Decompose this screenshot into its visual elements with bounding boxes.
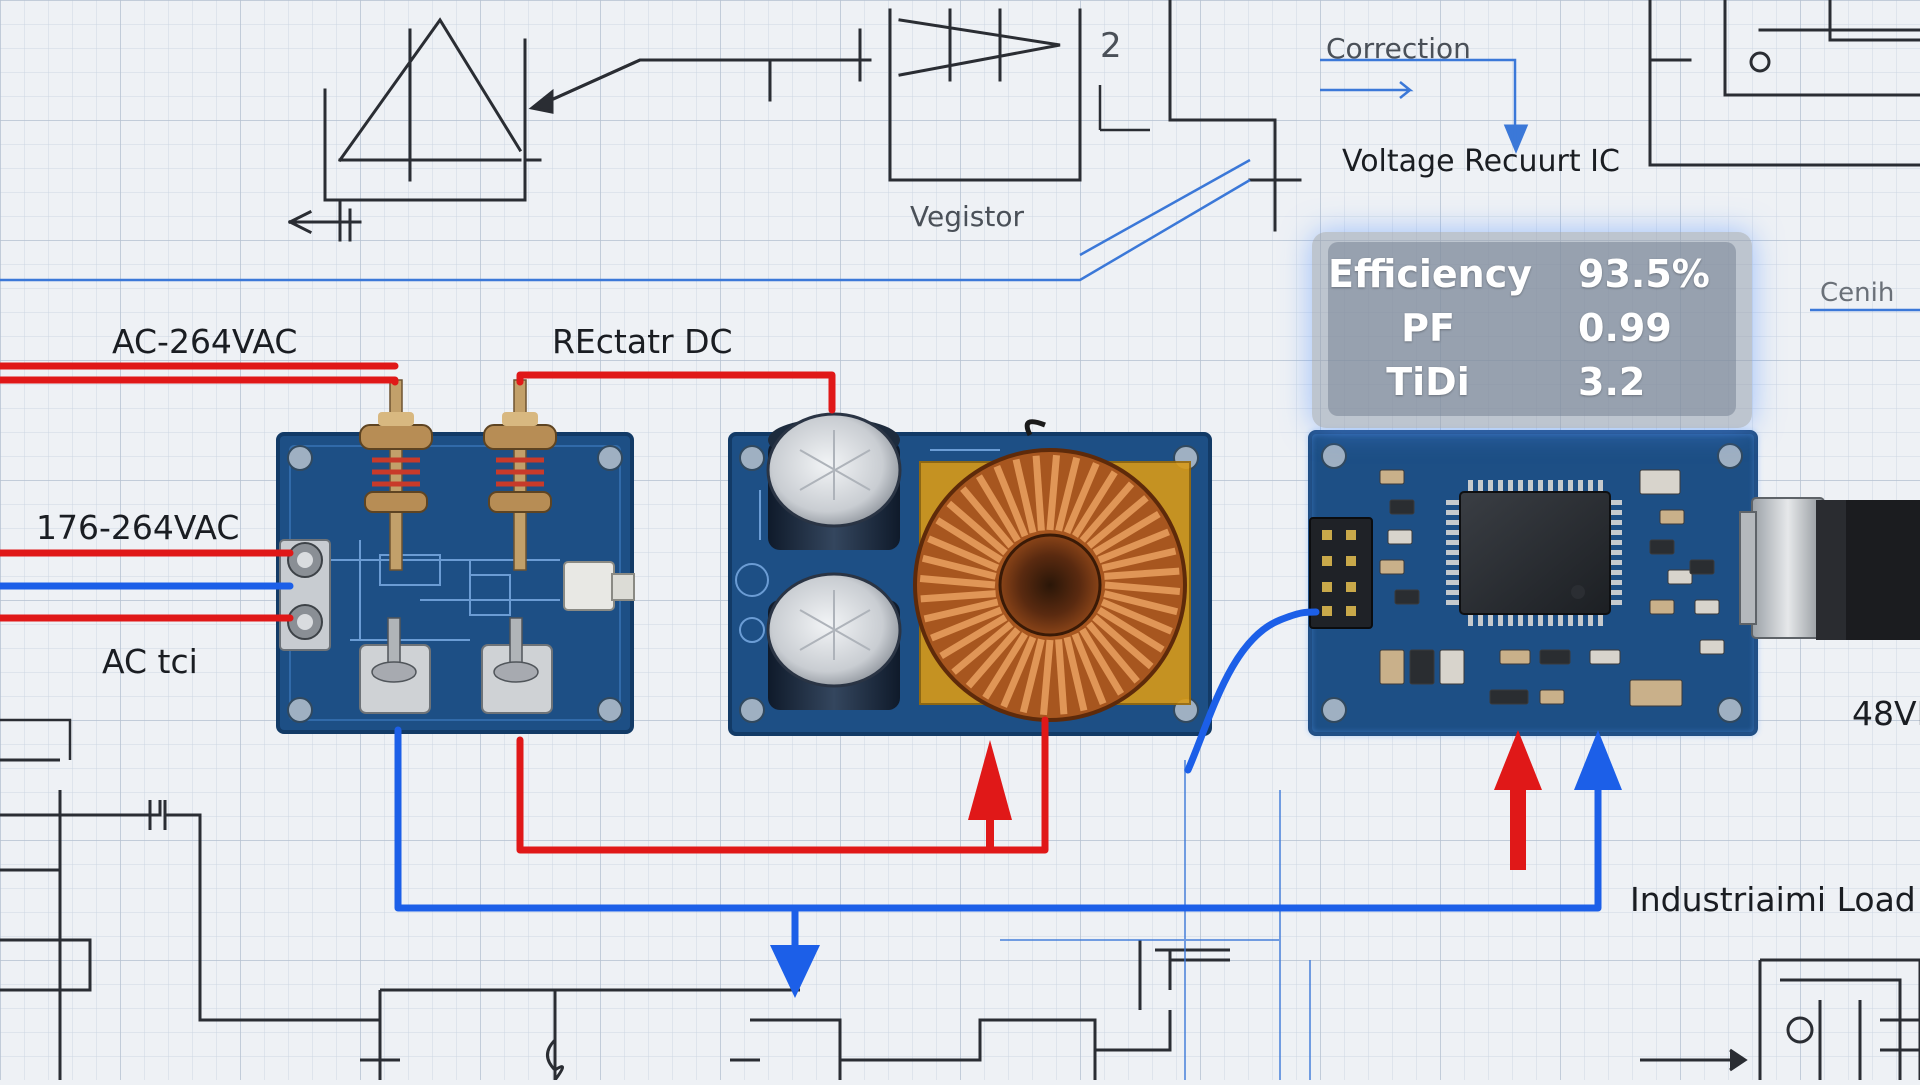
usb-connector bbox=[1739, 497, 1920, 640]
ac-red-wires bbox=[0, 362, 1049, 854]
metric-row-pf: PF 0.99 bbox=[1328, 306, 1736, 360]
current-arrows bbox=[770, 730, 1622, 998]
connector-header bbox=[563, 561, 615, 611]
rectifier-diode-right bbox=[483, 379, 557, 571]
pin-number-label: 2 bbox=[1100, 26, 1122, 66]
blueprint-linework-top bbox=[0, 58, 1920, 312]
input-terminal-block bbox=[279, 539, 331, 651]
schematic-fragments bbox=[0, 85, 1150, 760]
controller-board bbox=[1308, 430, 1920, 736]
metrics-panel-inner: Efficiency 93.5% PF 0.99 TiDi 3.2 bbox=[1328, 242, 1736, 416]
rectifier-board bbox=[276, 379, 635, 734]
capacitor-bottom bbox=[766, 572, 902, 710]
rectifier-dc-label: REctatr DC bbox=[552, 322, 733, 361]
metric-value: 93.5% bbox=[1578, 252, 1710, 296]
metric-label: TiDi bbox=[1386, 360, 1470, 404]
ac-range-mid-label: 176-264VAC bbox=[36, 508, 240, 547]
metric-row-efficiency: Efficiency 93.5% bbox=[1328, 252, 1736, 306]
rectifier-diode-left bbox=[359, 379, 433, 571]
regulator-ic-label: Voltage Recuurt IC bbox=[1342, 144, 1620, 179]
schematic-linework-top bbox=[287, 0, 1920, 242]
coil-side-label: Cenih bbox=[1820, 278, 1895, 308]
output-post-left bbox=[359, 617, 431, 714]
filter-board bbox=[728, 412, 1212, 736]
output-post-right bbox=[481, 617, 553, 714]
ac-range-top-label: AC-264VAC bbox=[112, 322, 298, 361]
ac-input-label: AC tci bbox=[102, 642, 198, 681]
vregistor-label: Vegistor bbox=[910, 200, 1024, 233]
capacitor-top bbox=[766, 412, 902, 550]
metric-label: PF bbox=[1401, 306, 1455, 350]
metrics-panel: Efficiency 93.5% PF 0.99 TiDi 3.2 bbox=[1312, 232, 1752, 428]
blueprint-linework-bottom bbox=[1000, 760, 1311, 1080]
toroidal-inductor bbox=[913, 419, 1187, 722]
industrial-load-label: Industriaimi Load bbox=[1630, 880, 1916, 919]
metric-value: 3.2 bbox=[1578, 360, 1646, 404]
schematic-linework-bottom bbox=[0, 758, 1920, 1081]
microcontroller-chip bbox=[1446, 480, 1622, 626]
output-voltage-label: 48VI bbox=[1852, 694, 1920, 733]
metric-label: Efficiency bbox=[1328, 252, 1533, 296]
smd-components bbox=[1379, 469, 1725, 707]
metric-value: 0.99 bbox=[1578, 306, 1672, 350]
metric-row-tidi: TiDi 3.2 bbox=[1328, 360, 1736, 414]
correction-label: Correction bbox=[1326, 32, 1471, 65]
pin-header bbox=[1309, 517, 1373, 629]
